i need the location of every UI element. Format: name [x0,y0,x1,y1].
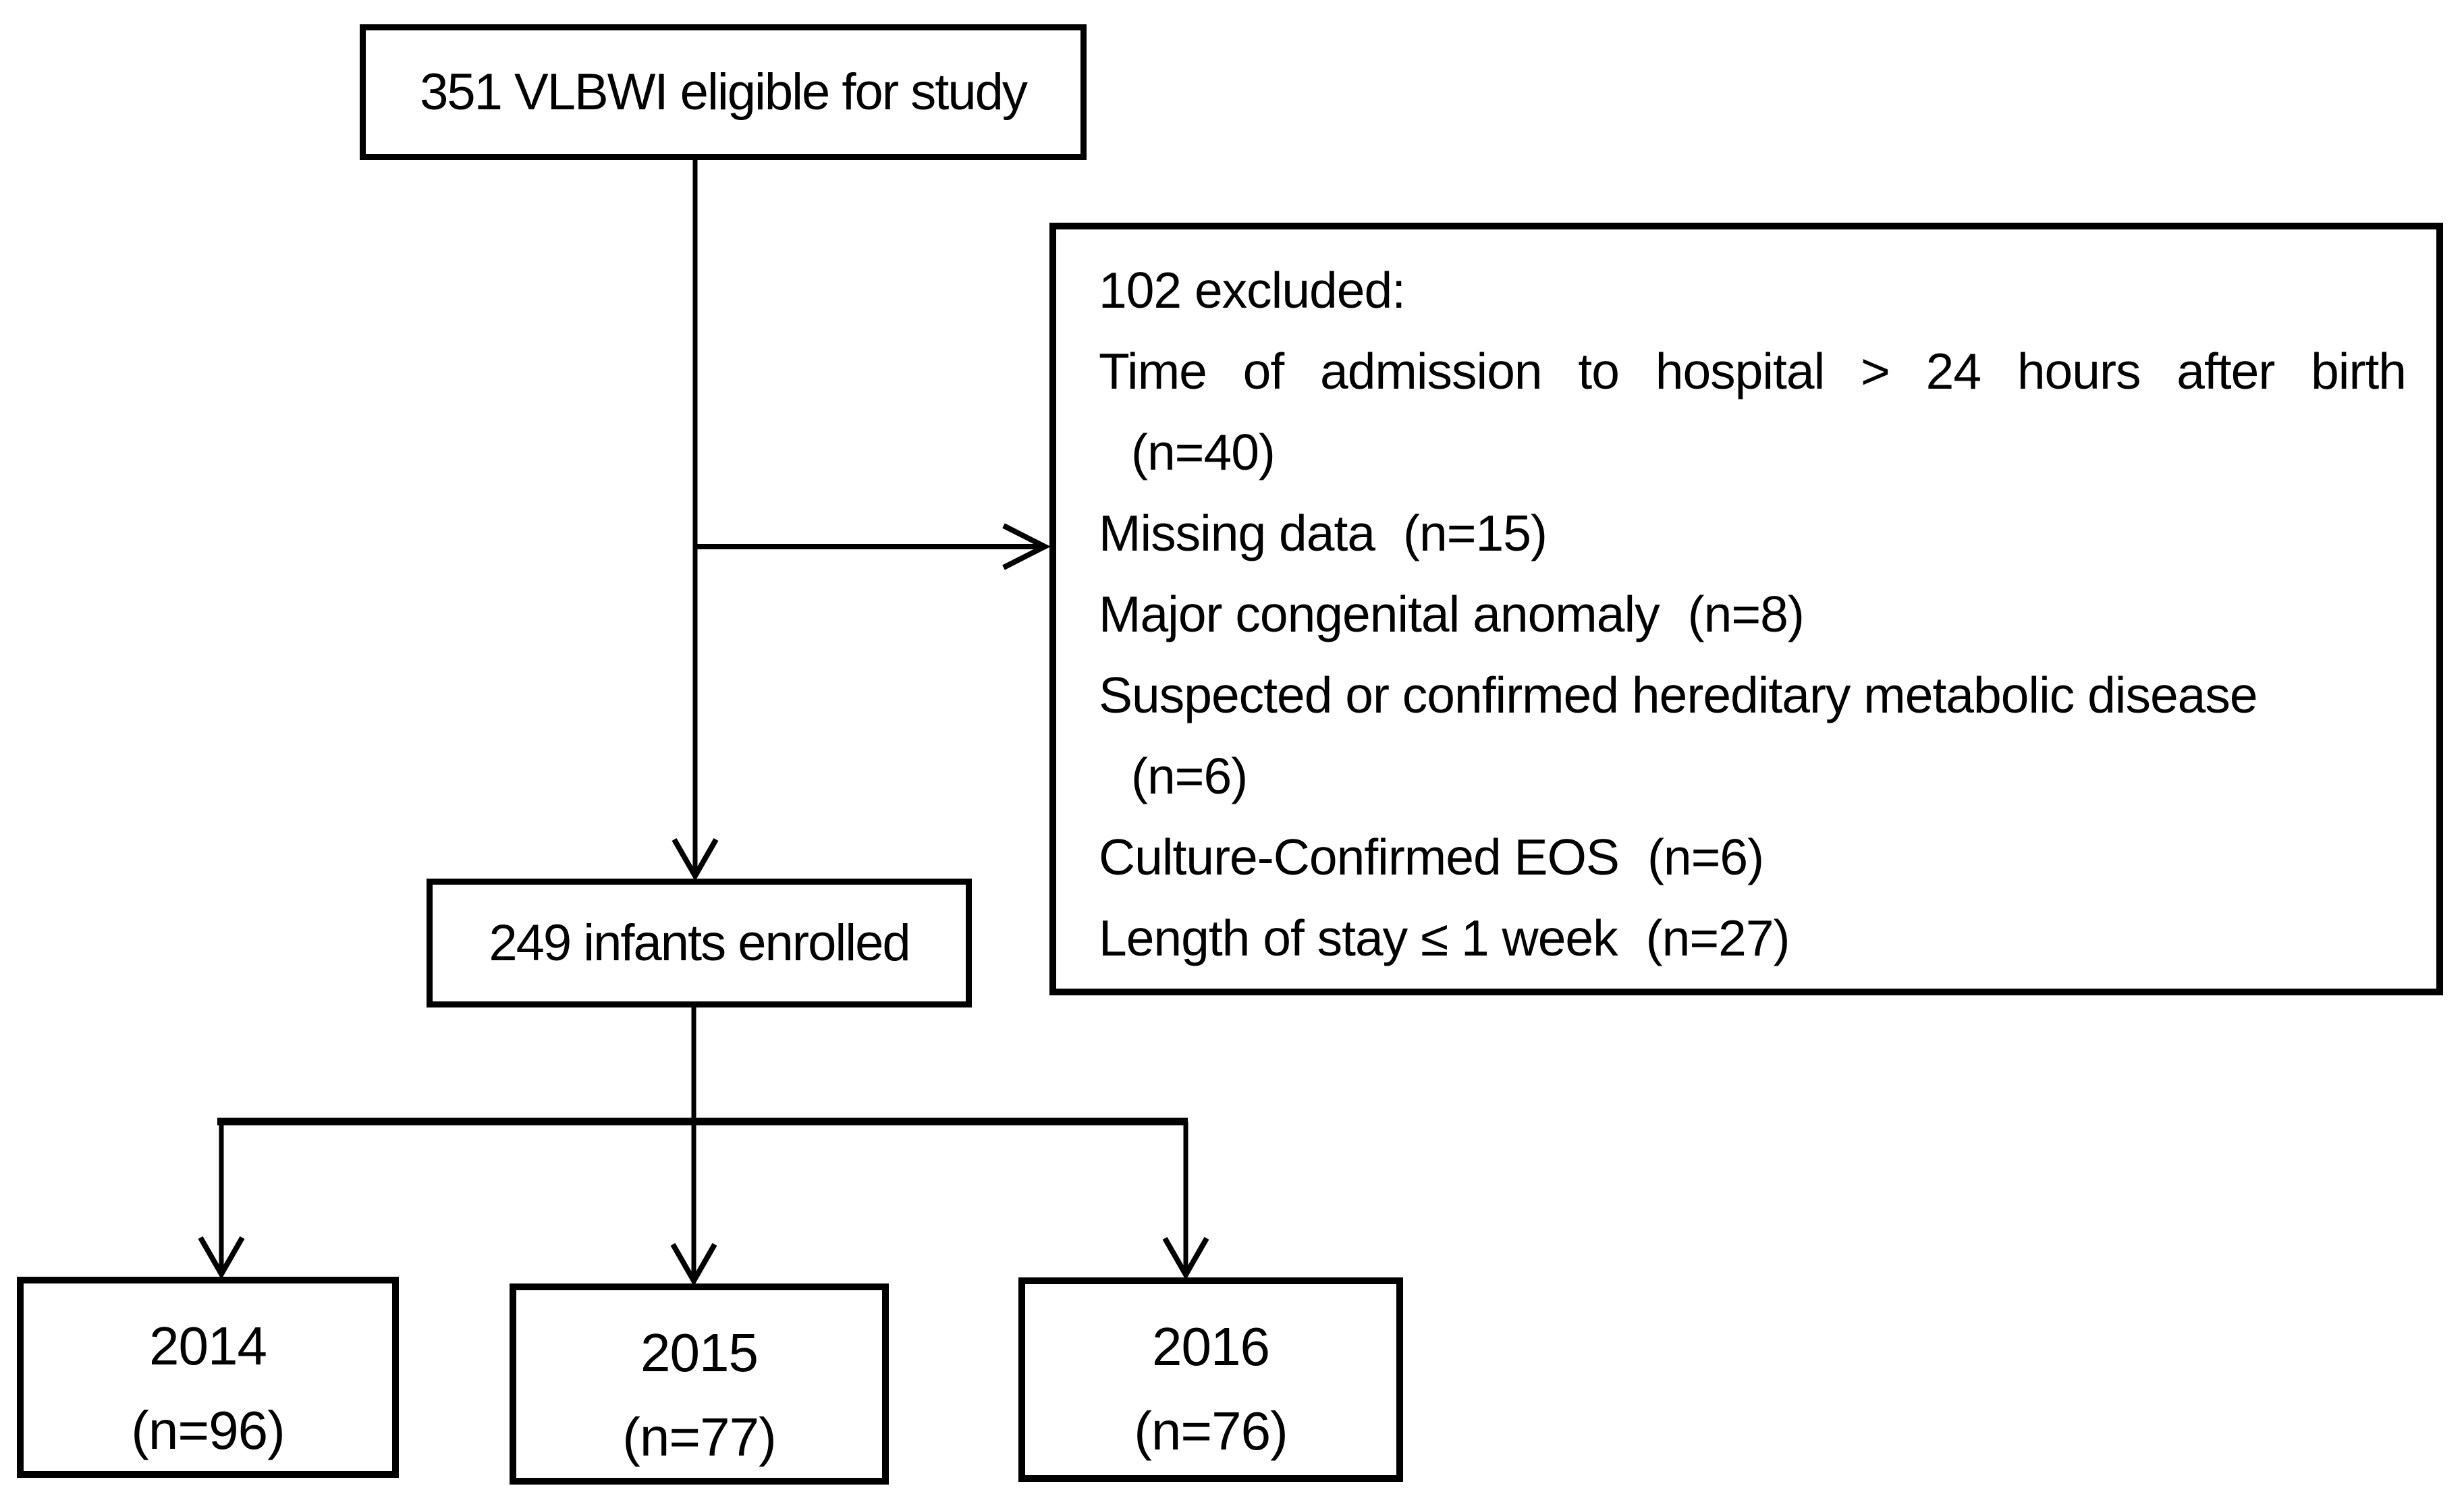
year-label: 2016 [1152,1317,1270,1377]
excluded-reason: Culture-Confirmed EOS [1099,829,1620,885]
eligible-label: 351 VLBWI eligible for study [420,63,1028,121]
excluded-reason: Time of admission to hospital > 24 hours… [1099,343,2407,399]
excluded-item: Missing data (n=15) [1099,493,2406,574]
excluded-items: Time of admission to hospital > 24 hours… [1099,331,2407,978]
year-count: (n=76) [1134,1401,1288,1461]
excluded-count: (n=6) [1131,748,1248,804]
arrowhead-into-2014 [198,1236,245,1280]
excluded-item: Culture-Confirmed EOS (n=6) [1099,817,2406,897]
excluded-item: Major congenital anomaly (n=8) [1099,574,2406,655]
excluded-reason: Major congenital anomaly [1099,586,1660,642]
excluded-count: (n=6) [1647,829,1764,885]
box-year-2016: 2016 (n=76) [1018,1277,1403,1482]
box-excluded: 102 excluded: Time of admission to hospi… [1049,223,2443,995]
excluded-reason: Length of stay ≤ 1 week [1099,910,1618,966]
excluded-count: (n=8) [1687,586,1805,642]
year-label: 2015 [640,1323,759,1383]
excluded-count: (n=15) [1403,505,1548,561]
enrolled-label: 249 infants enrolled [489,914,910,972]
box-year-2015: 2015 (n=77) [510,1283,889,1485]
excluded-count: (n=40) [1131,424,1276,480]
arrowhead-into-2016 [1162,1237,1209,1281]
year-label: 2014 [149,1316,267,1376]
excluded-item: Length of stay ≤ 1 week (n=27) [1099,897,2406,978]
excluded-reason: Suspected or confirmed hereditary metabo… [1099,667,2258,723]
box-year-2014: 2014 (n=96) [17,1277,399,1478]
excluded-count: (n=27) [1645,910,1790,966]
year-count: (n=96) [131,1400,285,1460]
box-enrolled: 249 infants enrolled [427,879,972,1007]
box-eligible: 351 VLBWI eligible for study [360,24,1087,160]
arrowhead-into-excluded [1002,523,1051,570]
arrowhead-into-2015 [670,1243,717,1287]
excluded-title: 102 excluded: [1099,262,1406,319]
arrowhead-into-enrolled [672,838,719,882]
excluded-reason: Missing data [1099,505,1375,561]
year-count: (n=77) [622,1407,776,1467]
